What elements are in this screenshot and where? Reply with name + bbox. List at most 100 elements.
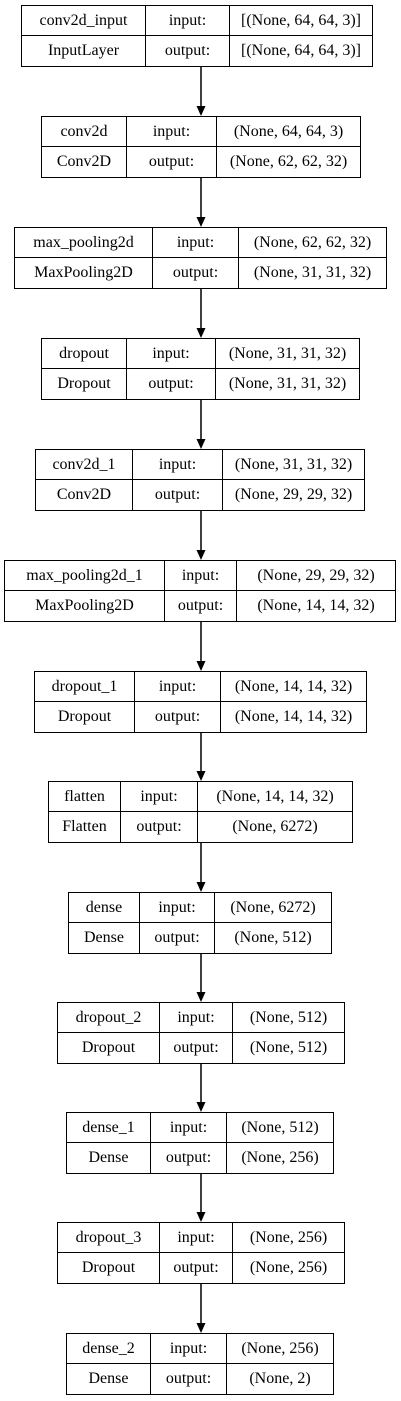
- input-shape: (None, 64, 64, 3): [217, 117, 360, 147]
- output-label: output:: [165, 591, 237, 621]
- input-shape: [(None, 64, 64, 3)]: [230, 6, 372, 36]
- layer-type: Dense: [67, 1143, 151, 1173]
- arrowhead-icon: [196, 882, 206, 892]
- input-label: input:: [127, 339, 216, 369]
- output-shape: (None, 512): [249, 1039, 328, 1056]
- arrowhead-icon: [196, 771, 206, 781]
- layer-name: max_pooling2d: [15, 228, 153, 258]
- output-label: output:: [151, 1143, 227, 1173]
- layer-name: dense_2: [67, 1334, 151, 1364]
- output-label: output:: [160, 1033, 233, 1063]
- output-shape: (None, 14, 14, 32): [257, 597, 375, 614]
- input-shape: (None, 256): [227, 1334, 333, 1364]
- layer-type: Conv2D: [36, 480, 133, 510]
- arrowhead-icon: [196, 217, 206, 227]
- layer-type: MaxPooling2D: [5, 591, 165, 621]
- output-label: output:: [127, 147, 217, 177]
- layer-type: Flatten: [49, 812, 121, 842]
- layer-type: Dropout: [42, 369, 127, 399]
- arrowhead-icon: [196, 1102, 206, 1112]
- layer-type: InputLayer: [22, 36, 146, 66]
- input-shape: (None, 256): [233, 1223, 344, 1253]
- arrowhead-icon: [196, 106, 206, 116]
- layer-name: dense_1: [67, 1113, 151, 1143]
- layer-name: dropout: [42, 339, 127, 369]
- input-label: input:: [133, 450, 223, 480]
- layer-name: dropout_1: [35, 672, 135, 702]
- layer-name: conv2d: [42, 117, 127, 147]
- input-shape: (None, 512): [227, 1113, 333, 1143]
- output-shape: (None, 31, 31, 32): [228, 375, 347, 392]
- arrowhead-icon: [196, 661, 206, 671]
- input-label: input:: [160, 1003, 233, 1033]
- input-shape: (None, 31, 31, 32): [223, 450, 364, 480]
- input-label: input:: [121, 782, 198, 812]
- output-label: output:: [135, 702, 221, 732]
- output-shape: (None, 6272): [232, 818, 318, 835]
- layer-type: Dropout: [35, 702, 135, 732]
- output-label: output:: [160, 1253, 233, 1283]
- layer-name: conv2d_input: [22, 6, 146, 36]
- output-label: output:: [140, 923, 215, 953]
- output-label: output:: [151, 1364, 227, 1394]
- output-shape: (None, 2): [249, 1370, 311, 1387]
- arrowhead-icon: [196, 1323, 206, 1333]
- layer-type: Dense: [69, 923, 140, 953]
- output-shape: (None, 256): [249, 1259, 328, 1276]
- output-shape: (None, 31, 31, 32): [253, 264, 372, 281]
- output-label: output:: [146, 36, 230, 66]
- output-label: output:: [153, 258, 239, 288]
- input-label: input:: [160, 1223, 233, 1253]
- layer-name: dropout_3: [58, 1223, 160, 1253]
- arrowhead-icon: [196, 1212, 206, 1222]
- input-label: input:: [151, 1334, 227, 1364]
- input-label: input:: [127, 117, 217, 147]
- input-shape: (None, 29, 29, 32): [237, 561, 395, 591]
- layer-type: Conv2D: [42, 147, 127, 177]
- output-shape: (None, 14, 14, 32): [234, 708, 353, 725]
- output-shape: (None, 512): [234, 929, 312, 946]
- input-shape: (None, 14, 14, 32): [198, 782, 352, 812]
- input-label: input:: [151, 1113, 227, 1143]
- input-label: input:: [135, 672, 221, 702]
- arrowhead-icon: [196, 550, 206, 560]
- layer-type: Dense: [67, 1364, 151, 1394]
- input-label: input:: [140, 893, 215, 923]
- layer-type: MaxPooling2D: [15, 258, 153, 288]
- output-label: output:: [127, 369, 216, 399]
- input-shape: (None, 512): [233, 1003, 344, 1033]
- input-shape: (None, 14, 14, 32): [221, 672, 366, 702]
- output-shape: (None, 62, 62, 32): [229, 153, 348, 170]
- input-shape: (None, 6272): [215, 893, 331, 923]
- output-shape: (None, 256): [241, 1149, 319, 1166]
- layer-type: Dropout: [58, 1033, 160, 1063]
- layer-name: dense: [69, 893, 140, 923]
- output-shape: [(None, 64, 64, 3)]: [241, 42, 361, 59]
- layer-name: max_pooling2d_1: [5, 561, 165, 591]
- layer-name: dropout_2: [58, 1003, 160, 1033]
- input-shape: (None, 62, 62, 32): [239, 228, 386, 258]
- input-label: input:: [165, 561, 237, 591]
- output-shape: (None, 29, 29, 32): [234, 486, 353, 503]
- input-label: input:: [153, 228, 239, 258]
- input-label: input:: [146, 6, 230, 36]
- layer-name: flatten: [49, 782, 121, 812]
- input-shape: (None, 31, 31, 32): [216, 339, 359, 369]
- output-label: output:: [133, 480, 223, 510]
- output-label: output:: [121, 812, 198, 842]
- layer-type: Dropout: [58, 1253, 160, 1283]
- arrowhead-icon: [196, 992, 206, 1002]
